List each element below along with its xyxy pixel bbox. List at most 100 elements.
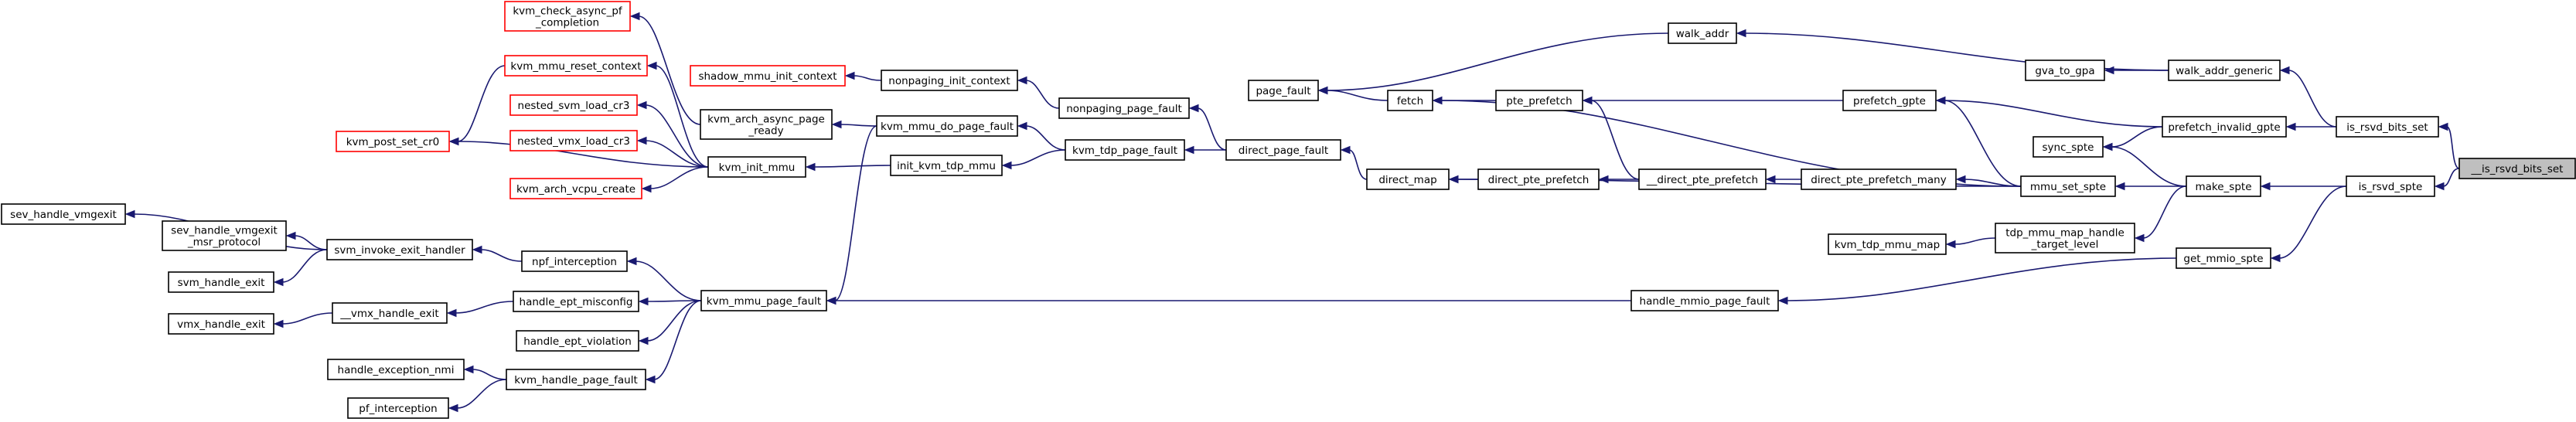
node-kvm-post-set-cr0[interactable]: kvm_post_set_cr0 xyxy=(336,131,450,152)
edge-line xyxy=(456,379,507,409)
edge-kvm-handle-page-fault-to-kvm-mmu-page-fault xyxy=(645,300,702,384)
edge-handle-mmio-page-fault-to-get-mmio-spte xyxy=(1777,257,2177,305)
node-box xyxy=(168,313,274,335)
node-kvm-init-mmu[interactable]: kvm_init_mmu xyxy=(707,156,806,178)
edge---vmx-handle-exit-to-handle-ept-misconfig xyxy=(446,301,514,318)
node-label: kvm_mmu_do_page_fault xyxy=(881,121,1014,133)
node-direct-map[interactable]: direct_map xyxy=(1366,168,1450,190)
node-init-kvm-tdp-mmu[interactable]: init_kvm_tdp_mmu xyxy=(890,155,1003,176)
node-pf-interception[interactable]: pf_interception xyxy=(347,397,449,419)
node---vmx-handle-exit[interactable]: __vmx_handle_exit xyxy=(332,302,448,324)
node---direct-pte-prefetch[interactable]: __direct_pte_prefetch xyxy=(1638,168,1767,190)
node-npf-interception[interactable]: npf_interception xyxy=(521,250,628,272)
node-box xyxy=(2033,136,2104,158)
node-nonpaging-page-fault[interactable]: nonpaging_page_fault xyxy=(1058,97,1190,119)
node-kvm-tdp-page-fault[interactable]: kvm_tdp_page_fault xyxy=(1065,139,1185,161)
edge-line xyxy=(1025,125,1066,151)
node-is-rsvd-spte[interactable]: is_rsvd_spte xyxy=(2346,175,2435,197)
node-sev-handle-vmgexit-msr-protocol[interactable]: sev_handle_vmgexit_msr_protocol xyxy=(162,220,287,251)
node-shadow-mmu-init-context[interactable]: shadow_mmu_init_context xyxy=(690,65,846,87)
node-kvm-mmu-page-fault[interactable]: kvm_mmu_page_fault xyxy=(700,290,827,311)
node-label: fetch xyxy=(1397,95,1423,107)
node-handle-ept-violation[interactable]: handle_ept_violation xyxy=(516,330,639,352)
node-pte-prefetch[interactable]: pte_prefetch xyxy=(1495,90,1583,111)
edge-init-kvm-tdp-mmu-to-kvm-tdp-page-fault xyxy=(1001,149,1066,170)
node-direct-page-fault[interactable]: direct_page_fault xyxy=(1225,139,1341,161)
edge-line xyxy=(1590,100,1640,180)
node-mmu-set-spte[interactable]: mmu_set_spte xyxy=(2020,175,2116,197)
edge-arrowhead xyxy=(636,136,647,145)
node-nested-vmx-load-cr3[interactable]: nested_vmx_load_cr3 xyxy=(509,130,638,151)
edge-line xyxy=(645,140,709,168)
edge-line xyxy=(2288,70,2337,128)
node-sev-handle-vmgexit[interactable]: sev_handle_vmgexit xyxy=(1,203,126,225)
node-label: __vmx_handle_exit xyxy=(339,308,438,320)
node-walk-addr[interactable]: walk_addr xyxy=(1668,22,1737,44)
node-box xyxy=(506,369,646,390)
edge-arrowhead xyxy=(1935,96,1946,105)
node-prefetch-gpte[interactable]: prefetch_gpte xyxy=(1842,90,1937,111)
edge-page-fault-to-walk-addr xyxy=(1317,32,1669,95)
node-get-mmio-spte[interactable]: get_mmio_spte xyxy=(2176,247,2271,269)
node-label: is_rsvd_bits_set xyxy=(2346,121,2428,134)
node-label: pte_prefetch xyxy=(1506,95,1572,107)
edge-handle-exception-nmi-to-kvm-handle-page-fault xyxy=(463,365,507,380)
edge-line xyxy=(1025,80,1060,109)
node-svm-handle-exit[interactable]: svm_handle_exit xyxy=(168,271,274,293)
node-label: sync_spte xyxy=(2043,141,2094,154)
edge-arrowhead xyxy=(638,297,649,306)
node-label: kvm_check_async_pf xyxy=(513,5,623,18)
node-direct-pte-prefetch[interactable]: direct_pte_prefetch xyxy=(1477,168,1600,190)
node-label: kvm_tdp_page_fault xyxy=(1072,145,1177,157)
edge-line xyxy=(457,141,709,168)
edge-line xyxy=(281,249,328,283)
node-direct-pte-prefetch-many[interactable]: direct_pte_prefetch_many xyxy=(1801,168,1957,190)
edge-line xyxy=(646,300,702,342)
node-kvm-arch-async-page-ready[interactable]: kvm_arch_async_page_ready xyxy=(700,109,833,140)
node-box xyxy=(513,291,639,312)
node-handle-ept-misconfig[interactable]: handle_ept_misconfig xyxy=(513,291,639,312)
node-is-rsvd-bits-set[interactable]: is_rsvd_bits_set xyxy=(2336,116,2439,138)
node-svm-invoke-exit-handler[interactable]: svm_invoke_exit_handler xyxy=(326,239,473,260)
node-kvm-mmu-reset-context[interactable]: kvm_mmu_reset_context xyxy=(504,55,648,77)
edge-line xyxy=(1326,32,1669,91)
node-make-spte[interactable]: make_spte xyxy=(2186,175,2261,197)
edge-arrowhead xyxy=(1432,96,1443,105)
edge-prefetch-invalid-gpte-to-is-rsvd-bits-set xyxy=(2285,122,2336,131)
edge-npf-interception-to-kvm-mmu-page-fault xyxy=(626,257,702,301)
edge-line xyxy=(1954,237,1996,245)
node-tdp-mmu-map-handle[interactable]: tdp_mmu_map_handle_target_level xyxy=(1995,223,2135,254)
edge-line xyxy=(2142,185,2187,239)
node-kvm-handle-page-fault[interactable]: kvm_handle_page_fault xyxy=(506,369,646,390)
node-box xyxy=(890,155,1003,176)
node-prefetch-invalid-gpte[interactable]: prefetch_invalid_gpte xyxy=(2162,116,2287,138)
node-fetch[interactable]: fetch xyxy=(1387,90,1433,111)
node-kvm-arch-vcpu-create[interactable]: kvm_arch_vcpu_create xyxy=(509,178,642,199)
node-kvm-check-async-pf-completion[interactable]: kvm_check_async_pf_completion xyxy=(504,1,631,32)
edge-line xyxy=(1786,257,2177,301)
node-box xyxy=(2458,158,2576,179)
node-vmx-handle-exit[interactable]: vmx_handle_exit xyxy=(168,313,274,335)
edge-arrowhead xyxy=(1765,175,1776,184)
node-page-fault[interactable]: page_fault xyxy=(1248,80,1319,101)
edge-nonpaging-page-fault-to-direct-page-fault xyxy=(1188,104,1227,151)
node-kvm-mmu-do-page-fault[interactable]: kvm_mmu_do_page_fault xyxy=(876,115,1018,137)
node-gva-to-gpa[interactable]: gva_to_gpa xyxy=(2025,60,2105,81)
node-kvm-tdp-mmu-map[interactable]: kvm_tdp_mmu_map xyxy=(1828,233,1947,255)
node-label: shadow_mmu_init_context xyxy=(698,70,837,83)
node-handle-exception-nmi[interactable]: handle_exception_nmi xyxy=(327,359,465,380)
node-nonpaging-init-context[interactable]: nonpaging_init_context xyxy=(881,70,1018,91)
node-label: npf_interception xyxy=(532,256,617,268)
edge-line xyxy=(2446,126,2460,169)
edge-nested-vmx-load-cr3-to-kvm-init-mmu xyxy=(636,136,709,168)
node-box xyxy=(1638,168,1767,190)
node-nested-svm-load-cr3[interactable]: nested_svm_load_cr3 xyxy=(509,94,638,116)
node-handle-mmio-page-fault[interactable]: handle_mmio_page_fault xyxy=(1630,290,1779,311)
edge-arrowhead xyxy=(2279,66,2290,75)
node-box xyxy=(2186,175,2261,197)
node-walk-addr-generic[interactable]: walk_addr_generic xyxy=(2168,60,2281,81)
edge-arrowhead xyxy=(2134,233,2145,243)
node-rsvd-bits-set-root[interactable]: __is_rsvd_bits_set xyxy=(2458,158,2576,179)
node-label: tdp_mmu_map_handle xyxy=(2005,227,2125,240)
node-sync-spte[interactable]: sync_spte xyxy=(2033,136,2104,158)
